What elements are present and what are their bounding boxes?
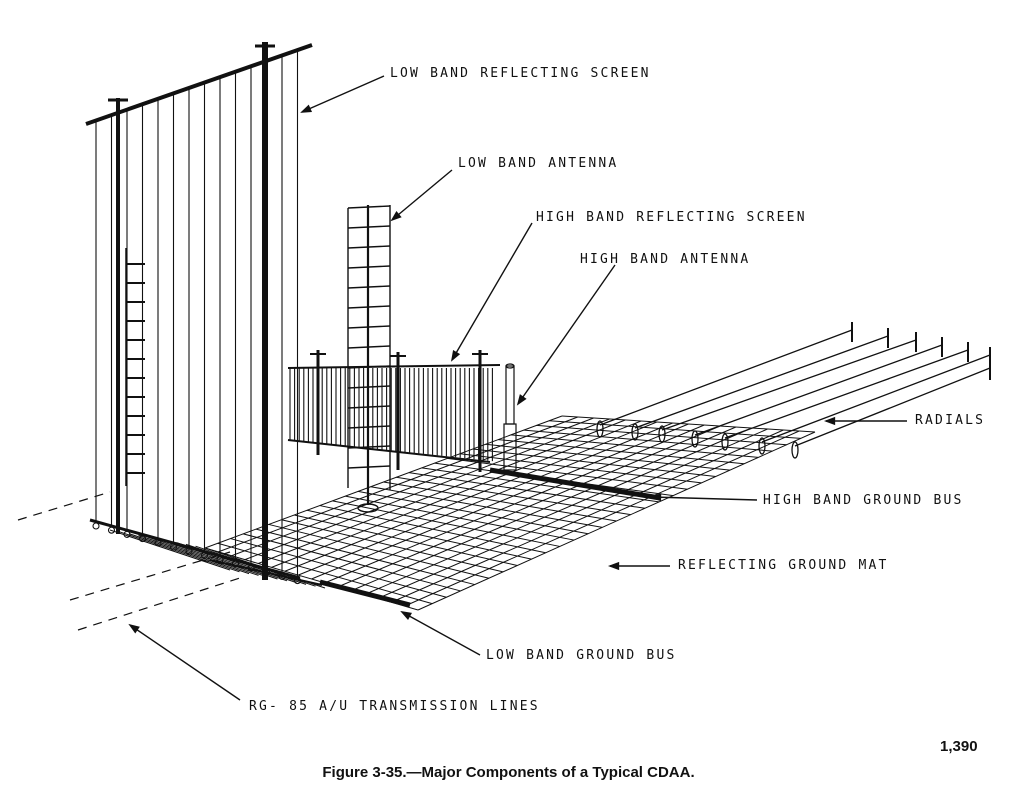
leader-line: [451, 222, 533, 361]
transmission-line: [199, 559, 251, 569]
high-band-reflecting-screen: [287, 350, 501, 472]
ground-mat-wire: [297, 422, 673, 576]
ground-mat-wire: [147, 536, 269, 578]
low-screen-insulator: [154, 539, 162, 547]
ground-mat-wire: [284, 421, 658, 572]
low-screen-insulator: [107, 526, 116, 534]
ground-mat-wire: [258, 419, 626, 564]
ground-mat-wire: [244, 418, 610, 561]
leader-arrowhead: [823, 416, 836, 426]
radial-wire: [661, 339, 917, 431]
radial-wire: [634, 335, 889, 429]
ground-mat-wire: [417, 431, 816, 611]
high-antenna-tip: [505, 363, 515, 369]
label-high-band-reflecting-screen: HIGH BAND REFLECTING SCREEN: [536, 210, 807, 225]
label-low-band-ground-bus: LOW BAND GROUND BUS: [486, 648, 677, 663]
ground-mat-wire: [271, 420, 642, 568]
leader-arrowhead: [607, 561, 620, 571]
low-screen-insulator: [293, 577, 302, 585]
callout-leaders: [128, 75, 907, 701]
low-band-ground-bus: [319, 579, 411, 608]
leader-line: [401, 611, 481, 656]
low-screen-insulator: [231, 560, 240, 568]
high-band-antenna: [503, 363, 517, 471]
leader-line: [301, 75, 385, 113]
leader-arrowhead: [450, 350, 461, 362]
transmission-line: [69, 551, 231, 601]
radial-wire: [599, 329, 853, 426]
leader-arrowhead: [128, 623, 140, 634]
high-antenna-element: [505, 365, 515, 425]
low-screen-insulator: [200, 551, 209, 559]
transmission-lines: [17, 491, 251, 631]
label-reflecting-ground-mat: REFLECTING GROUND MAT: [678, 558, 889, 573]
transmission-line: [77, 577, 241, 631]
low-antenna-base: [357, 503, 379, 513]
ground-mat-wire: [391, 429, 784, 603]
radial-anchor: [721, 433, 729, 451]
low-band-reflecting-screen: [85, 42, 313, 585]
radial-anchor: [658, 425, 666, 443]
ground-mat-wire: [311, 423, 689, 580]
radial-wire: [724, 349, 969, 439]
plate-number: 1,390: [940, 738, 978, 755]
figure-caption: Figure 3-35.—Major Components of a Typic…: [322, 764, 695, 781]
leader-line: [391, 169, 453, 221]
leader-line: [651, 496, 758, 501]
leader-arrowhead: [400, 611, 412, 620]
transmission-line: [17, 491, 111, 521]
ground-mat-wire: [218, 416, 578, 553]
label-high-band-antenna: HIGH BAND ANTENNA: [580, 252, 751, 267]
leader-line: [517, 264, 616, 405]
radial-anchor: [631, 423, 639, 441]
label-transmission-lines: RG- 85 A/U TRANSMISSION LINES: [249, 699, 540, 714]
radials: [596, 322, 991, 459]
high-screen-bottom-rail: [287, 439, 491, 463]
radial-wire: [761, 354, 991, 443]
label-low-band-antenna: LOW BAND ANTENNA: [458, 156, 619, 171]
radial-anchor: [791, 441, 799, 459]
ground-mat-wire: [324, 424, 705, 584]
high-band-ground-bus: [489, 467, 661, 501]
leader-arrowhead: [300, 104, 313, 113]
low-screen-insulator: [169, 543, 178, 551]
ground-mat-wire: [119, 531, 240, 573]
label-radials: RADIALS: [915, 413, 986, 428]
radial-wire: [794, 367, 991, 447]
radial-wire: [694, 344, 943, 436]
ground-mat-wire: [337, 425, 721, 588]
low-screen-insulator: [185, 547, 193, 555]
ground-mat-wire: [109, 529, 231, 571]
leader-arrowhead: [649, 493, 662, 502]
radial-anchor: [758, 437, 766, 455]
reflecting-ground-mat: [109, 415, 816, 611]
low-screen-insulator: [123, 530, 131, 538]
leader-arrowhead: [516, 394, 527, 406]
label-high-band-ground-bus: HIGH BAND GROUND BUS: [763, 493, 964, 508]
ground-mat-wire: [404, 430, 800, 607]
low-screen-top-boom: [85, 43, 313, 126]
low-screen-insulator: [262, 568, 271, 576]
low-screen-insulator: [278, 572, 286, 580]
ground-mat-wire: [377, 428, 768, 599]
label-low-band-reflecting-screen: LOW BAND REFLECTING SCREEN: [390, 66, 651, 81]
ground-mat-wire: [351, 426, 737, 592]
low-screen-insulator: [247, 564, 255, 572]
high-screen-top-rail: [287, 364, 501, 369]
low-screen-insulator: [138, 535, 147, 543]
radial-anchor: [596, 420, 604, 438]
ground-mat-wire: [128, 533, 250, 575]
leader-arrowhead: [390, 210, 402, 222]
ground-mat-wire: [231, 417, 594, 557]
low-screen-insulator: [92, 522, 100, 530]
low-band-antenna: [347, 205, 391, 513]
high-antenna-base: [503, 423, 517, 471]
ground-mat-wire: [138, 534, 259, 576]
radial-anchor: [691, 430, 699, 448]
ground-mat-wire: [364, 427, 752, 595]
leader-line: [129, 624, 241, 701]
low-screen-insulator: [216, 556, 224, 564]
